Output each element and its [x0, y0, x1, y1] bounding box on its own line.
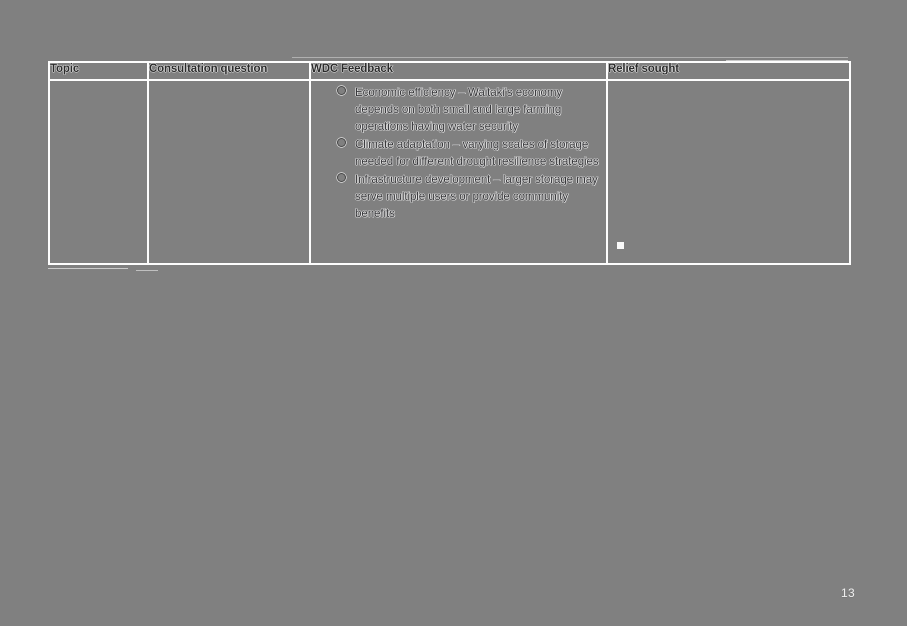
cell-wdc-feedback: Economic efficiency – Waitaki's economy …	[309, 79, 608, 265]
hollow-circle-bullet-icon	[337, 173, 346, 182]
list-item-text: Economic efficiency – Waitaki's economy …	[355, 86, 563, 133]
column-header-relief-sought-label: Relief sought	[608, 63, 679, 75]
cell-relief-sought	[606, 79, 851, 265]
column-header-topic-label: Topic	[50, 63, 80, 75]
scan-artifact-square	[617, 242, 624, 249]
scan-artifact-rule-top	[292, 57, 848, 58]
column-header-topic: Topic	[48, 61, 149, 81]
table-header-row-group: Topic Consultation question WDC Feedback…	[48, 61, 851, 81]
wdc-feedback-bullet-list: Economic efficiency – Waitaki's economy …	[311, 84, 606, 222]
column-header-wdc-feedback: WDC Feedback	[309, 61, 608, 81]
table-body: Economic efficiency – Waitaki's economy …	[48, 79, 851, 265]
scan-artifact-rule-bottom	[48, 268, 128, 269]
column-header-relief-sought: Relief sought	[606, 61, 851, 81]
list-item: Climate adaptation – varying scales of s…	[337, 136, 606, 170]
column-header-wdc-feedback-label: WDC Feedback	[311, 63, 393, 75]
scan-artifact-rule-top-2	[726, 60, 848, 61]
list-item: Infrastructure development – larger stor…	[337, 171, 606, 222]
column-header-consultation-question-label: Consultation question	[149, 63, 268, 75]
page-number: 13	[841, 586, 855, 600]
consultation-feedback-table: Topic Consultation question WDC Feedback…	[48, 61, 851, 265]
table-row: Economic efficiency – Waitaki's economy …	[48, 79, 851, 265]
cell-topic	[48, 79, 149, 265]
hollow-circle-bullet-icon	[337, 86, 346, 95]
scan-artifact-rule-bottom-2	[136, 270, 158, 271]
column-header-consultation-question: Consultation question	[147, 61, 311, 81]
list-item: Economic efficiency – Waitaki's economy …	[337, 84, 606, 135]
list-item-text: Climate adaptation – varying scales of s…	[355, 138, 599, 168]
table-header-row: Topic Consultation question WDC Feedback…	[48, 61, 851, 81]
cell-consultation-question	[147, 79, 311, 265]
list-item-text: Infrastructure development – larger stor…	[355, 173, 598, 220]
hollow-circle-bullet-icon	[337, 138, 346, 147]
consultation-feedback-table-wrapper: Topic Consultation question WDC Feedback…	[48, 61, 851, 267]
